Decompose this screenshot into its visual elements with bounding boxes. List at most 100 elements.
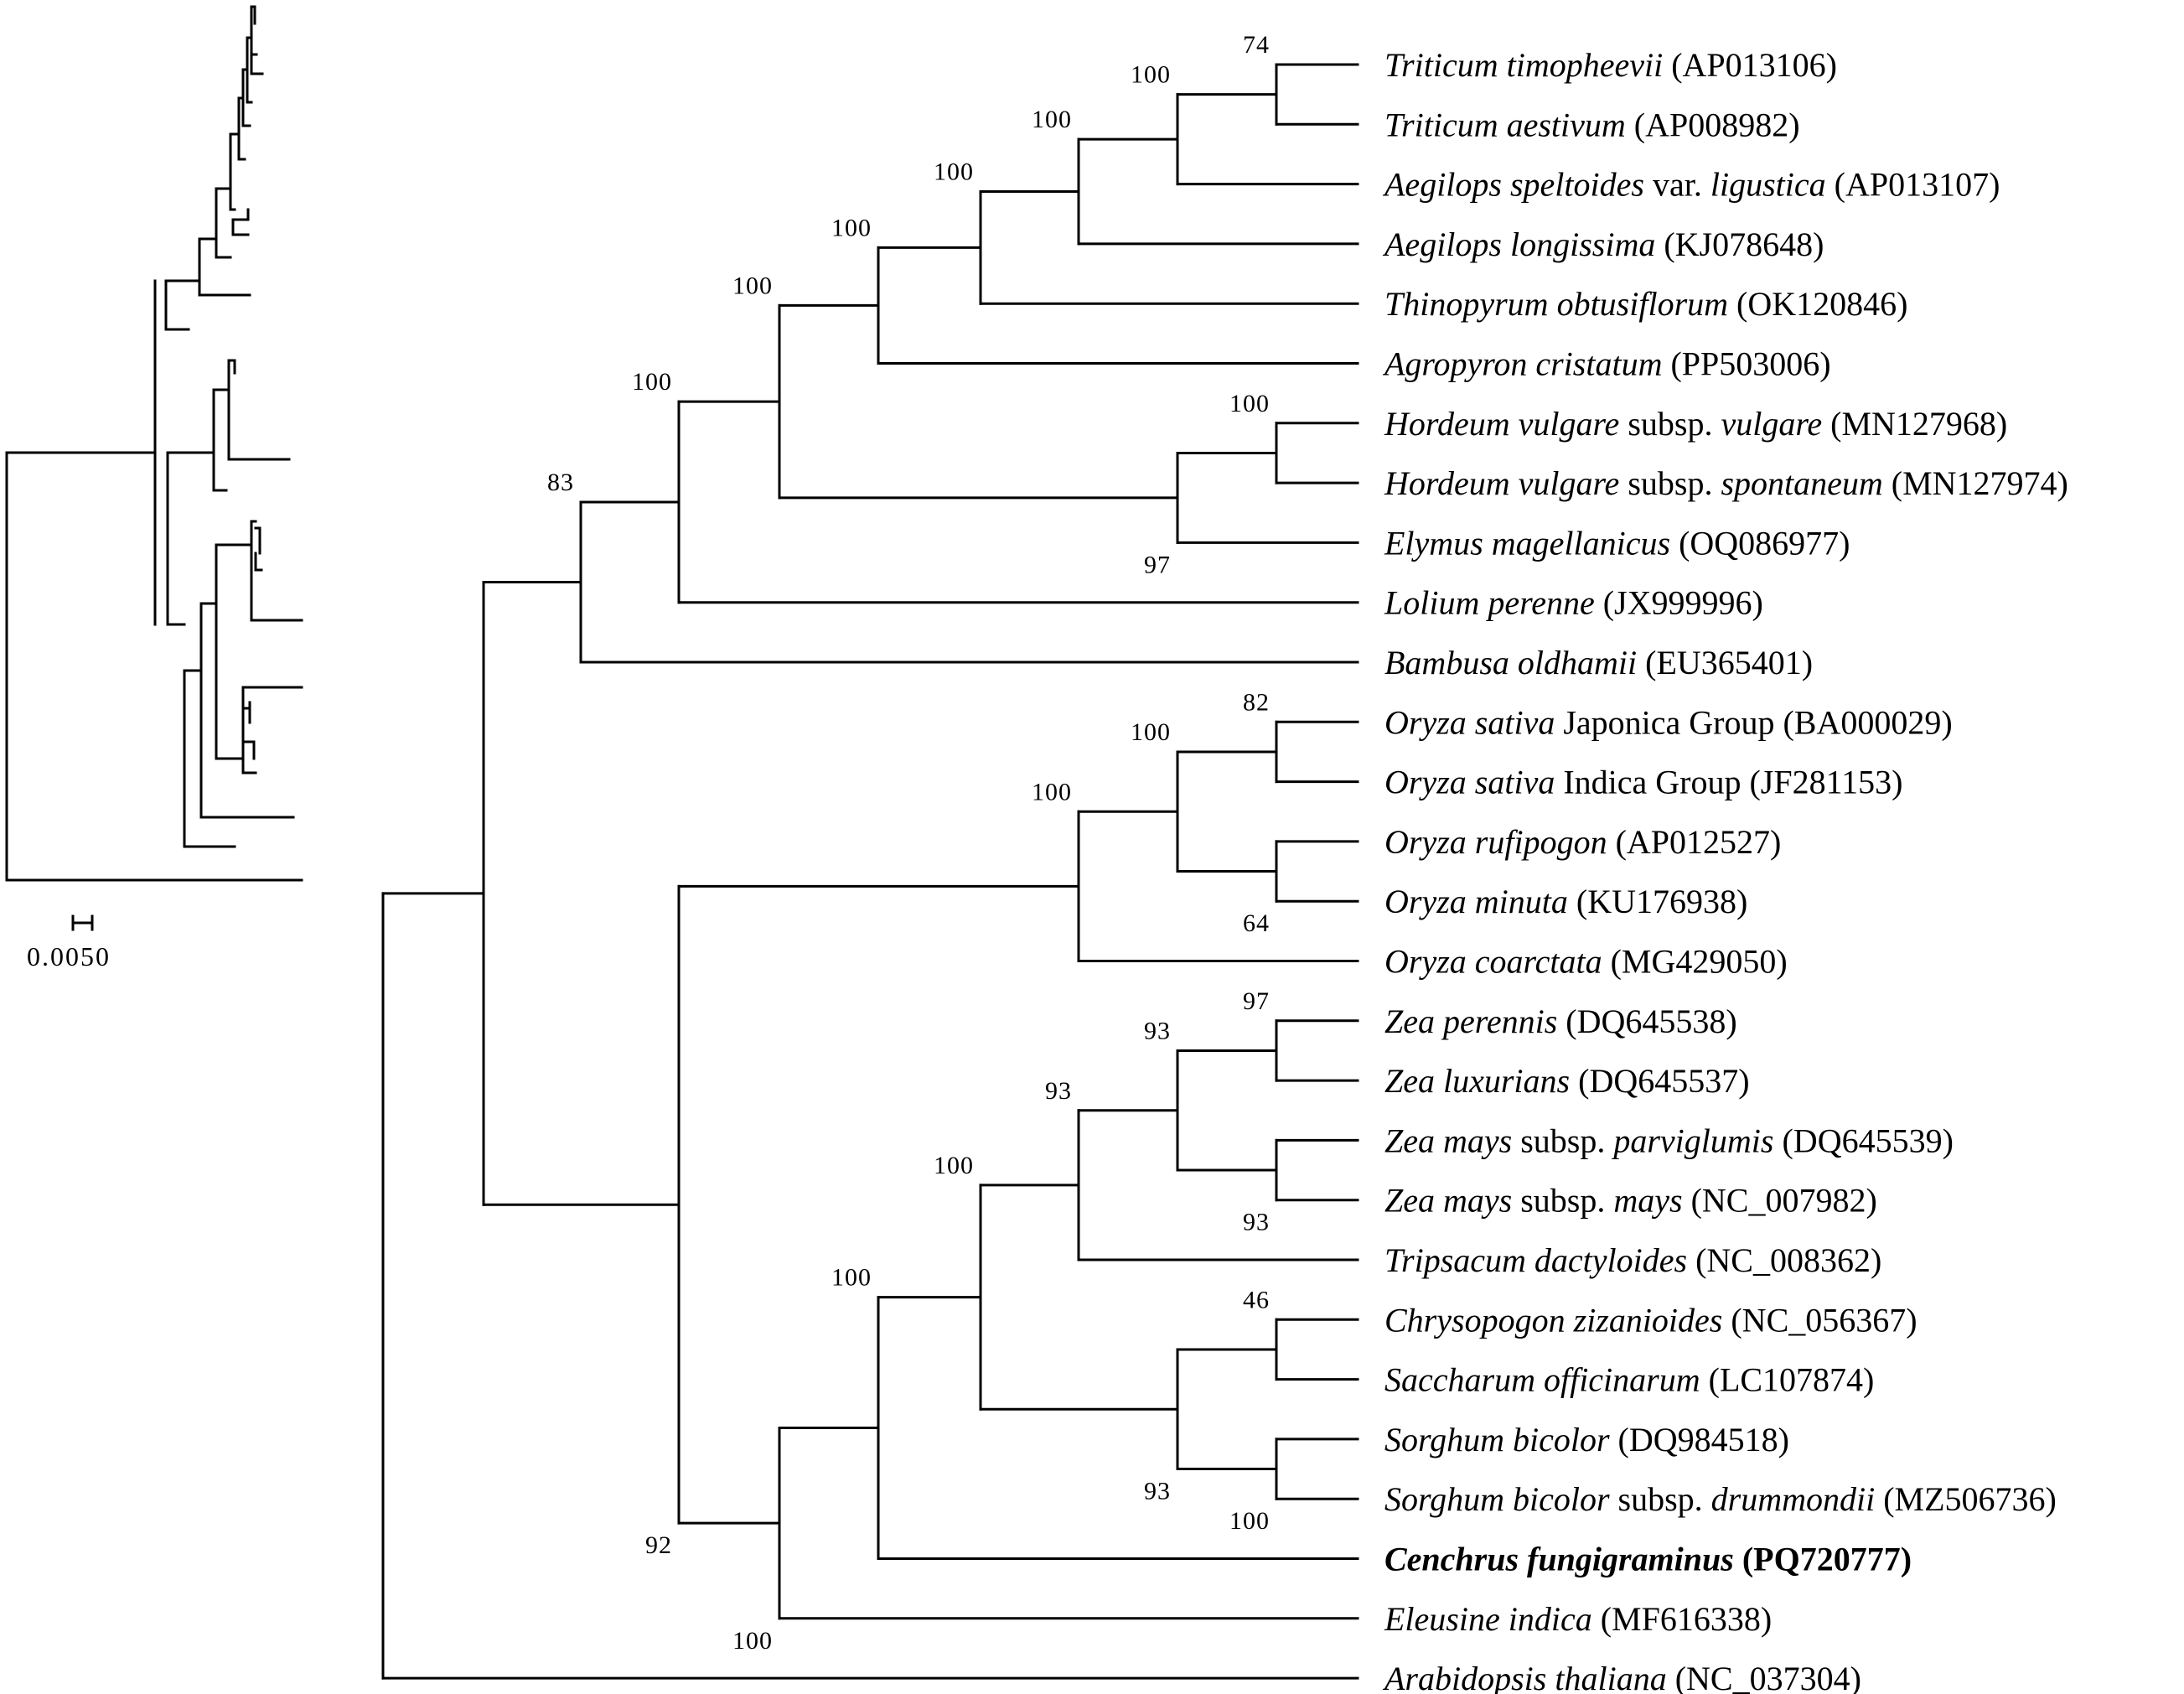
taxon-label: Sorghum bicolor (DQ984518): [1384, 1421, 1789, 1458]
taxon-species-name: Eleusine indica: [1384, 1600, 1592, 1638]
bootstrap-value: 93: [1045, 1077, 1072, 1105]
taxon-species-name: Cenchrus fungigraminus: [1384, 1541, 1734, 1578]
taxon-species-name: Oryza sativa: [1384, 703, 1555, 741]
taxon-species-name: vulgare: [1721, 405, 1822, 443]
taxon-accession: (EU365401): [1637, 644, 1813, 681]
bootstrap-values: 7410010010010010097100100838264100100979…: [547, 31, 1270, 1655]
taxon-species-name: Oryza minuta: [1384, 883, 1568, 920]
taxon-accession: (KU176938): [1568, 883, 1747, 920]
taxon-species-name: parviglumis: [1611, 1122, 1773, 1159]
cladogram-branches: [381, 63, 1359, 1680]
bootstrap-value: 93: [1243, 1209, 1270, 1236]
bootstrap-value: 100: [1131, 61, 1171, 89]
bootstrap-value: 100: [934, 158, 974, 186]
taxon-species-name: Agropyron cristatum: [1382, 345, 1662, 383]
taxon-species-name: Chrysopogon zizanioides: [1384, 1301, 1722, 1339]
taxon-label: Oryza minuta (KU176938): [1384, 883, 1747, 920]
taxon-label: Hordeum vulgare subsp. vulgare (MN127968…: [1384, 405, 2007, 443]
taxon-label: Oryza coarctata (MG429050): [1384, 943, 1788, 981]
taxon-species-name: Hordeum vulgare: [1384, 405, 1619, 443]
taxon-accession: (AP008982): [1626, 106, 1800, 143]
bootstrap-value: 100: [831, 214, 872, 241]
taxon-accession: (MF616338): [1592, 1600, 1772, 1638]
taxon-species-name: Oryza sativa: [1384, 764, 1555, 801]
bootstrap-value: 46: [1243, 1286, 1270, 1313]
taxon-label: Zea mays subsp. parviglumis (DQ645539): [1384, 1122, 1954, 1159]
scale-bar-label: 0.0050: [27, 941, 111, 971]
taxon-label: Sorghum bicolor subsp. drummondii (MZ506…: [1384, 1480, 2057, 1518]
scale-bar: 0.0050: [27, 914, 111, 971]
taxon-species-name: Tripsacum dactyloides: [1384, 1241, 1687, 1279]
taxon-label: Arabidopsis thaliana (NC_037304): [1382, 1660, 1861, 1694]
taxon-species-name: Sorghum bicolor: [1384, 1421, 1610, 1458]
bootstrap-value: 100: [1229, 1507, 1270, 1535]
taxon-accession: Indica Group (JF281153): [1555, 764, 1902, 801]
taxon-species-name: Triticum timopheevii: [1384, 46, 1663, 84]
taxon-accession: subsp.: [1619, 405, 1721, 443]
taxon-species-name: Triticum aestivum: [1384, 106, 1626, 143]
taxon-label: Elymus magellanicus (OQ086977): [1384, 524, 1850, 562]
taxon-label: Tripsacum dactyloides (NC_008362): [1384, 1241, 1881, 1279]
bootstrap-value: 100: [732, 1627, 773, 1655]
bootstrap-value: 82: [1243, 688, 1270, 716]
taxon-accession: (DQ645537): [1570, 1062, 1749, 1100]
taxon-label: Agropyron cristatum (PP503006): [1382, 345, 1831, 383]
taxon-species-name: Elymus magellanicus: [1384, 524, 1670, 562]
taxon-accession: (PQ720777): [1734, 1541, 1912, 1578]
taxon-accession: (OQ086977): [1670, 524, 1850, 562]
taxon-accession: (MG429050): [1602, 943, 1788, 981]
taxon-label: Aegilops longissima (KJ078648): [1382, 225, 1824, 263]
taxon-label: Zea mays subsp. mays (NC_007982): [1384, 1182, 1877, 1220]
taxon-accession: (AP013107): [1826, 166, 2000, 204]
taxon-species-name: ligustica: [1710, 166, 1826, 204]
taxon-label: Zea perennis (DQ645538): [1384, 1002, 1737, 1040]
taxon-label: Zea luxurians (DQ645537): [1384, 1062, 1750, 1100]
bootstrap-value: 100: [934, 1152, 974, 1179]
taxon-species-name: Zea luxurians: [1384, 1062, 1570, 1100]
taxon-label: Chrysopogon zizanioides (NC_056367): [1384, 1301, 1917, 1339]
taxon-accession: (DQ645538): [1557, 1002, 1736, 1040]
taxon-species-name: drummondii: [1711, 1480, 1876, 1518]
taxon-label: Saccharum officinarum (LC107874): [1384, 1361, 1874, 1399]
taxon-accession: subsp.: [1512, 1122, 1613, 1159]
taxon-species-name: Oryza coarctata: [1384, 943, 1602, 981]
taxon-label: Bambusa oldhamii (EU365401): [1384, 644, 1813, 681]
bootstrap-value: 83: [547, 469, 574, 496]
taxon-label: Cenchrus fungigraminus (PQ720777): [1384, 1541, 1912, 1578]
taxon-label: Thinopyrum obtusiflorum (OK120846): [1384, 285, 1907, 323]
taxon-species-name: Sorghum bicolor: [1384, 1480, 1610, 1518]
bootstrap-value: 97: [1243, 987, 1270, 1015]
taxon-species-name: Hordeum vulgare: [1384, 464, 1619, 502]
taxon-accession: (JX999996): [1595, 584, 1763, 622]
taxon-accession: Japonica Group (BA000029): [1555, 703, 1952, 741]
bootstrap-value: 92: [645, 1531, 672, 1559]
taxon-accession: (PP503006): [1662, 345, 1830, 383]
taxon-species-name: Arabidopsis thaliana: [1382, 1660, 1667, 1694]
taxon-accession: (OK120846): [1728, 285, 1907, 323]
taxon-accession: (MZ506736): [1875, 1480, 2057, 1518]
taxon-accession: (NC_056367): [1722, 1301, 1917, 1339]
taxon-accession: (AP013106): [1663, 46, 1837, 84]
taxon-label: Triticum timopheevii (AP013106): [1384, 46, 1837, 84]
taxon-accession: (MN127968): [1822, 405, 2007, 443]
taxon-label: Aegilops speltoides var. ligustica (AP01…: [1382, 166, 2000, 204]
taxon-accession: (DQ645539): [1773, 1122, 1953, 1159]
bootstrap-value: 74: [1243, 31, 1270, 59]
taxon-label: Oryza sativa Japonica Group (BA000029): [1384, 703, 1953, 741]
branch-length-tree: [5, 5, 303, 882]
bootstrap-value: 100: [1229, 390, 1270, 417]
bootstrap-value: 100: [632, 368, 672, 396]
taxon-accession: (NC_007982): [1683, 1182, 1877, 1220]
bootstrap-value: 100: [831, 1264, 872, 1292]
bootstrap-value: 93: [1144, 1478, 1171, 1505]
taxon-accession: subsp.: [1610, 1480, 1711, 1518]
taxon-label: Oryza rufipogon (AP012527): [1384, 823, 1781, 861]
taxon-label: Oryza sativa Indica Group (JF281153): [1384, 764, 1902, 801]
taxon-accession: subsp.: [1512, 1182, 1613, 1220]
taxon-species-name: Aegilops longissima: [1382, 225, 1655, 263]
taxon-accession: (NC_037304): [1667, 1660, 1861, 1694]
bootstrap-value: 93: [1144, 1017, 1171, 1044]
taxon-label: Eleusine indica (MF616338): [1384, 1600, 1772, 1638]
taxon-labels: Triticum timopheevii (AP013106)Triticum …: [1382, 46, 2068, 1694]
